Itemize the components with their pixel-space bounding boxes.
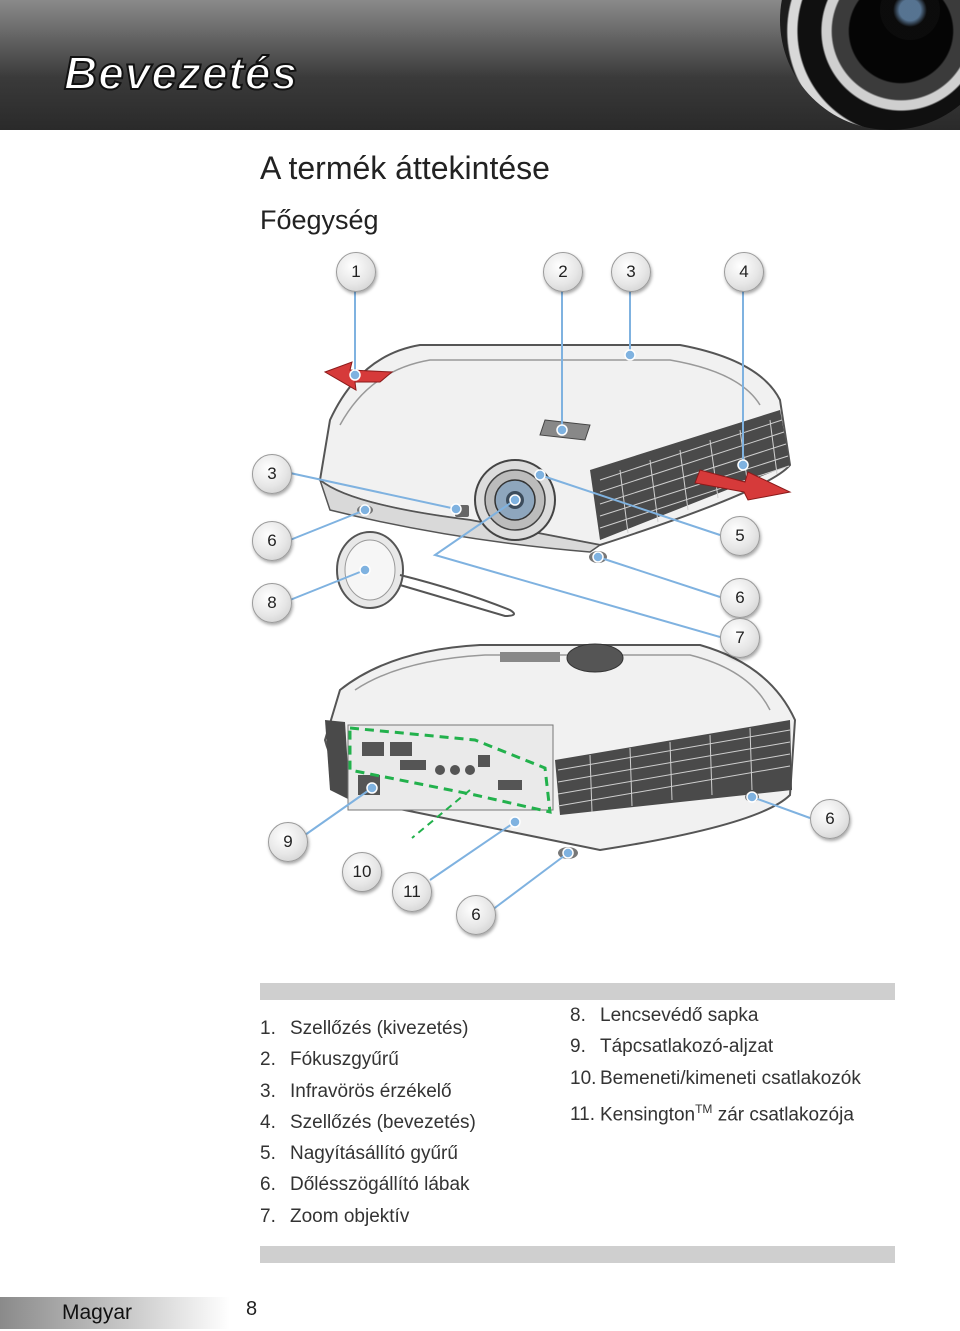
callout-4: 4 <box>724 252 764 292</box>
list-item: 11.KensingtonTM zár csatlakozója <box>570 1101 854 1126</box>
callout-3-top: 3 <box>611 252 651 292</box>
callout-3-left: 3 <box>252 454 292 494</box>
list-item: 8.Lencsevédő sapka <box>570 1005 759 1026</box>
callout-11: 11 <box>392 872 432 912</box>
subsection-title: Főegység <box>260 205 379 235</box>
list-item: 10.Bemeneti/kimeneti csatlakozók <box>570 1067 861 1089</box>
chapter-header: Bevezetés <box>0 0 960 130</box>
rear-projector-illustration <box>323 643 797 859</box>
list-item: 7.Zoom objektív <box>260 1205 410 1227</box>
list-item: 6.Dőlésszögállító lábak <box>260 1174 470 1196</box>
callout-5: 5 <box>720 516 760 556</box>
callout-1: 1 <box>336 252 376 292</box>
callout-2: 2 <box>543 252 583 292</box>
legend-top-rule <box>260 983 895 1000</box>
section-title: A termék áttekintése <box>260 150 550 186</box>
list-item: 4.Szellőzés (bevezetés) <box>260 1111 476 1133</box>
list-item: 3.Infravörös érzékelő <box>260 1080 452 1102</box>
list-item: 1.Szellőzés (kivezetés) <box>260 1018 469 1039</box>
callout-10: 10 <box>342 852 382 892</box>
callout-8: 8 <box>252 583 292 623</box>
page-number: 8 <box>246 1298 258 1320</box>
callout-6-rear-right: 6 <box>810 799 850 839</box>
callout-7: 7 <box>720 618 760 658</box>
callout-9: 9 <box>268 822 308 862</box>
projector-diagram <box>289 290 811 911</box>
footer-band <box>0 1297 230 1329</box>
legend-left-list: 1.Szellőzés (kivezetés) 2.Fókuszgyűrű 3.… <box>260 1013 476 1232</box>
list-item: 5.Nagyításállító gyűrű <box>260 1143 458 1165</box>
list-item: 2.Fókuszgyűrű <box>260 1049 399 1071</box>
callout-6-rear: 6 <box>456 895 496 935</box>
list-item: 9.Tápcsatlakozó-aljzat <box>570 1036 774 1058</box>
legend-bottom-rule <box>260 1246 895 1263</box>
callout-6-right: 6 <box>720 578 760 618</box>
legend-right-list: 8.Lencsevédő sapka 9.Tápcsatlakozó-aljza… <box>570 1000 861 1125</box>
chapter-title: Bevezetés <box>63 46 299 100</box>
callout-6-left: 6 <box>252 521 292 561</box>
footer-language: Magyar <box>62 1301 133 1324</box>
